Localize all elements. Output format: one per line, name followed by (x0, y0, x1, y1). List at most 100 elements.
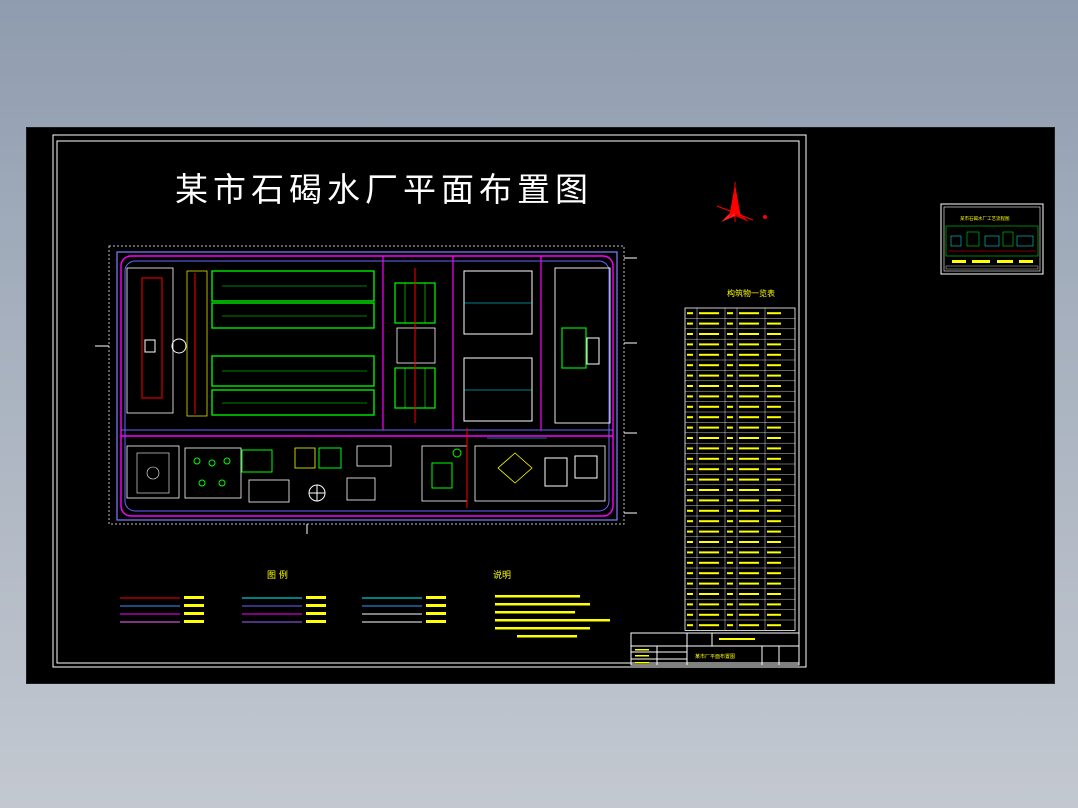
table-cell (739, 489, 759, 491)
legend: 图 例 (120, 569, 446, 623)
table-cell (727, 478, 733, 481)
table-cell (687, 405, 693, 408)
table-cell (739, 343, 759, 346)
table-cell (699, 551, 719, 554)
table-cell (699, 353, 719, 356)
table-cell (699, 364, 719, 367)
table-frame (684, 307, 796, 631)
table-cell (687, 353, 693, 356)
table-cell (699, 416, 719, 419)
table-cell (739, 582, 759, 585)
table-cell (687, 312, 693, 315)
table-cell (687, 509, 693, 512)
table-cell (727, 593, 733, 595)
site-plan (95, 245, 637, 534)
table-cell (767, 530, 781, 533)
table-cell (699, 582, 719, 585)
table-cell (699, 405, 719, 408)
table-cell (767, 322, 781, 325)
table-cell (767, 364, 781, 367)
table-cell (699, 509, 719, 512)
table-cell (767, 343, 781, 346)
cad-viewport[interactable]: 某市石碣水厂平面布置图 (26, 127, 1055, 684)
table-cell (727, 395, 733, 398)
table-cell (767, 312, 781, 315)
table-cell (727, 468, 733, 471)
table-cell (727, 426, 733, 429)
table-cell (687, 457, 693, 460)
table-cell (739, 551, 759, 554)
table-cell (699, 541, 719, 543)
table-cell (699, 426, 719, 429)
table-cell (739, 353, 759, 356)
table-cell (767, 437, 781, 439)
table-cell (727, 353, 733, 356)
process-flow-thumbnail[interactable]: 某市石碣水厂工艺流程图 (940, 203, 1044, 275)
table-cell (739, 322, 759, 325)
table-cell (767, 426, 781, 429)
table-cell (767, 333, 781, 335)
table-cell (767, 509, 781, 512)
table-cell (727, 333, 733, 335)
table-cell (767, 593, 781, 595)
table-cell (699, 489, 719, 491)
table-cell (739, 530, 759, 533)
table-cell (687, 582, 693, 585)
table-cell (767, 416, 781, 419)
table-cell (687, 499, 693, 502)
table-cell (687, 572, 693, 575)
table-cell (727, 489, 733, 491)
table-cell (687, 603, 693, 606)
table-cell (767, 395, 781, 398)
table-cell (767, 572, 781, 575)
table-cell (699, 561, 719, 564)
table-cell (699, 603, 719, 606)
table-cell (699, 333, 719, 335)
table-cell (727, 499, 733, 502)
thumbnail-title: 某市石碣水厂工艺流程图 (960, 215, 1010, 222)
table-cell (739, 374, 759, 377)
table-cell (767, 353, 781, 356)
table-cell (767, 374, 781, 377)
table-cell (739, 572, 759, 575)
table-cell (767, 551, 781, 554)
table-cell (739, 478, 759, 481)
table-cell (727, 364, 733, 367)
table-cell (699, 499, 719, 502)
table-cell (739, 541, 759, 543)
table-cell (687, 385, 693, 387)
table-cell (727, 572, 733, 575)
table-cell (739, 468, 759, 471)
notes-title: 说明 (493, 569, 511, 581)
table-cell (699, 312, 719, 315)
table-cell (739, 624, 759, 627)
table-cell (687, 374, 693, 377)
table-cell (687, 520, 693, 523)
table-cell (739, 312, 759, 315)
table-cell (699, 395, 719, 398)
table-cell (727, 312, 733, 315)
table-cell (739, 385, 759, 387)
table-cell (699, 613, 719, 616)
table-cell (687, 624, 693, 627)
table-cell (727, 582, 733, 585)
table-cell (727, 343, 733, 346)
table-cell (687, 468, 693, 471)
table-cell (727, 457, 733, 460)
table-cell (739, 457, 759, 460)
table-cell (687, 593, 693, 595)
table-cell (767, 603, 781, 606)
table-cell (767, 489, 781, 491)
table-cell (739, 333, 759, 335)
table-cell (687, 437, 693, 439)
table-cell (739, 426, 759, 429)
table-cell (699, 322, 719, 325)
table-cell (739, 364, 759, 367)
table-cell (727, 447, 733, 450)
table-cell (767, 405, 781, 408)
table-cell (687, 561, 693, 564)
table-cell (727, 385, 733, 387)
table-cell (727, 437, 733, 439)
table-cell (699, 520, 719, 523)
table-cell (699, 457, 719, 460)
